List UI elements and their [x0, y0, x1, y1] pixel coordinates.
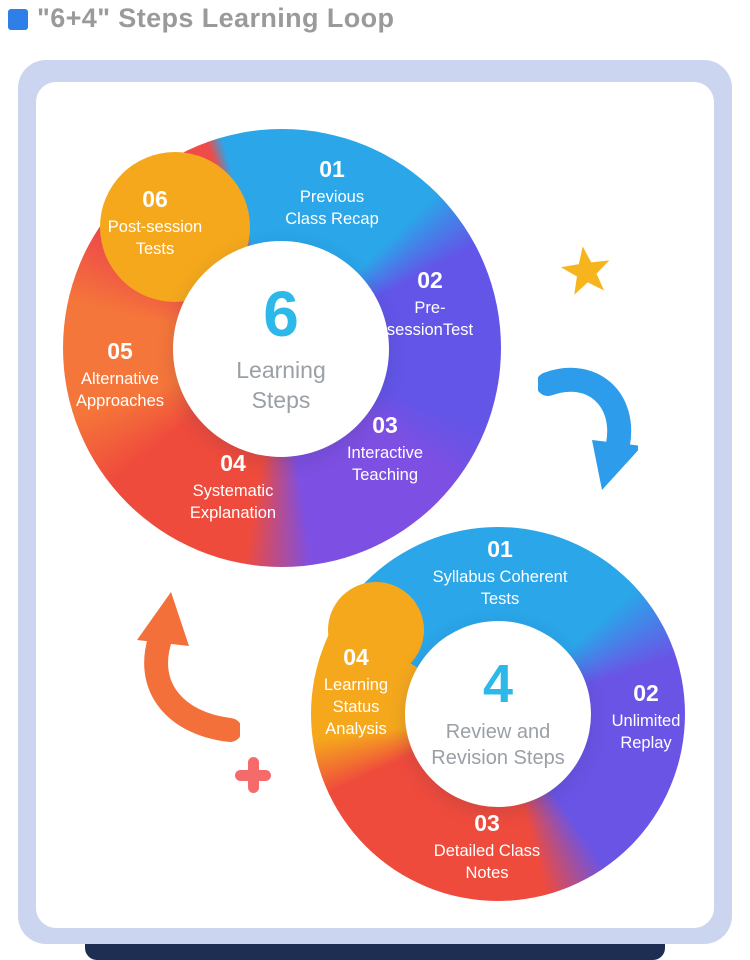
step-number: 06: [142, 186, 168, 212]
four-loop-center: 4 Review and Revision Steps: [405, 621, 591, 807]
step-number: 01: [319, 156, 345, 182]
step-label: Unlimited Replay: [611, 712, 681, 752]
loop4-step-04: 04 Learning Status Analysis: [313, 644, 399, 740]
step-label: Previous Class Recap: [285, 188, 379, 228]
step-label: Detailed Class Notes: [433, 842, 541, 882]
curved-arrow-up-icon: [137, 592, 240, 742]
step-number: 05: [107, 338, 133, 364]
loop4-step-02: 02 Unlimited Replay: [598, 680, 694, 755]
loop6-step-02: 02 Pre-sessionTest: [374, 267, 486, 342]
step-number: 02: [633, 680, 659, 706]
page-title: "6+4" Steps Learning Loop: [37, 3, 395, 33]
loop4-step-03: 03 Detailed Class Notes: [418, 810, 556, 885]
step-number: 03: [372, 412, 398, 438]
four-loop-title: Review and Revision Steps: [431, 721, 565, 769]
six-loop-count: 6: [263, 278, 299, 351]
six-loop-center: 6 Learning Steps: [173, 241, 389, 457]
step-label: Alternative Approaches: [75, 370, 165, 410]
bullet-icon: [8, 9, 28, 30]
plus-icon: [235, 757, 271, 793]
step-number: 04: [220, 450, 246, 476]
step-label: Post-session Tests: [107, 218, 203, 258]
loop6-step-03: 03 Interactive Teaching: [330, 412, 440, 487]
step-label: Learning Status Analysis: [323, 676, 389, 738]
step-label: Syllabus Coherent Tests: [432, 568, 568, 608]
six-loop-title: Learning Steps: [236, 357, 326, 413]
step-number: 02: [417, 267, 443, 293]
step-label: Systematic Explanation: [189, 482, 277, 522]
curved-arrow-down-icon: [538, 367, 638, 490]
loop6-step-04: 04 Systematic Explanation: [171, 450, 295, 525]
star-icon: [560, 246, 610, 295]
step-label: Interactive Teaching: [346, 444, 424, 484]
step-number: 04: [343, 644, 369, 670]
four-loop-count: 4: [482, 654, 514, 714]
four-steps-yellow-segment: [328, 582, 424, 678]
step-label: Pre-sessionTest: [386, 299, 474, 339]
loop6-step-06: 06 Post-session Tests: [90, 186, 220, 261]
loop6-step-05: 05 Alternative Approaches: [58, 338, 182, 413]
loop4-step-01: 01 Syllabus Coherent Tests: [413, 536, 587, 611]
loop6-step-01: 01 Previous Class Recap: [282, 156, 382, 231]
step-number: 01: [487, 536, 513, 562]
step-number: 03: [474, 810, 500, 836]
